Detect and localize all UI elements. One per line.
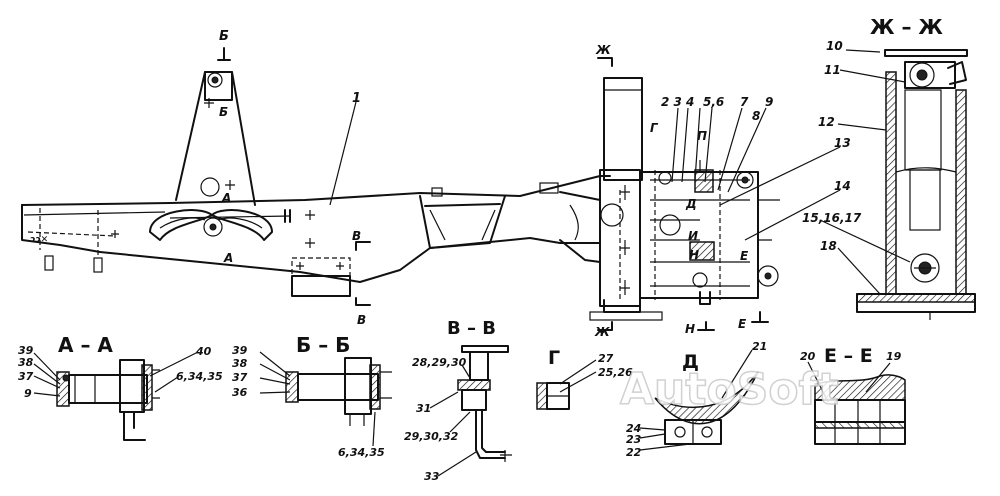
cut-mark-p: П xyxy=(697,129,707,143)
callout-18: 18 xyxy=(820,239,837,253)
cut-mark-b-mid: Б xyxy=(219,105,228,119)
cut-mark-g: Г xyxy=(650,121,659,135)
svg-text:ɔɔ✕: ɔɔ✕ xyxy=(29,235,48,245)
section-title-d: Д xyxy=(682,351,699,373)
callout-aa-37: 37 xyxy=(18,370,34,383)
section-zh-zh xyxy=(856,49,976,320)
section-title-vv: В – В xyxy=(447,318,496,339)
callout-vv-31: 31 xyxy=(416,402,431,415)
callout-d-21: 21 xyxy=(752,340,767,353)
callout-bb-37: 37 xyxy=(232,371,248,384)
callout-12: 12 xyxy=(818,115,835,129)
callout-14: 14 xyxy=(834,179,851,193)
callout-bb-6-34-35: 6,34,35 xyxy=(338,446,385,459)
section-title-zhzh: Ж – Ж xyxy=(870,15,943,39)
callout-aa-39: 39 xyxy=(18,344,34,357)
section-a-a xyxy=(56,359,160,441)
callout-aa-38: 38 xyxy=(18,356,34,369)
cut-mark-zh-top: Ж xyxy=(595,43,611,57)
callout-g-27: 27 xyxy=(598,352,614,365)
cut-mark-i: И xyxy=(688,229,698,243)
cut-mark-v-top: В xyxy=(352,229,361,243)
cut-mark-e-mid: Е xyxy=(740,249,749,263)
callout-d-23: 23 xyxy=(626,433,642,446)
cut-mark-n-bot: Н xyxy=(685,322,695,336)
leader-lines xyxy=(33,49,911,477)
callout-2-3-4: 2 3 4 xyxy=(661,95,694,109)
callout-d-24: 24 xyxy=(626,422,641,435)
section-d xyxy=(654,371,759,445)
cut-mark-d: Д xyxy=(685,197,697,211)
section-title-bb: Б – Б xyxy=(296,333,350,357)
callout-1: 1 xyxy=(352,91,361,106)
right-assembly-drawing xyxy=(589,77,780,321)
callout-11: 11 xyxy=(824,63,841,77)
callout-8: 8 xyxy=(752,109,760,123)
section-b-b xyxy=(285,357,392,426)
section-title-g: Г xyxy=(548,347,560,369)
callout-7: 7 xyxy=(740,95,749,109)
cut-mark-n-mid: Н xyxy=(689,248,699,262)
main-frame-drawing: ɔɔ✕ xyxy=(21,71,611,297)
cut-mark-a-bot: А xyxy=(223,251,233,265)
callout-ee-20: 20 xyxy=(800,350,816,363)
callout-d-22: 22 xyxy=(626,446,642,459)
callout-ee-19: 19 xyxy=(886,350,902,363)
callout-9: 9 xyxy=(765,95,773,109)
callout-vv-28-29-30: 28,29,30 xyxy=(412,356,467,369)
section-g xyxy=(536,382,570,410)
section-title-ee: Е – Е xyxy=(824,345,873,367)
section-title-aa: А – А xyxy=(58,333,113,357)
cut-mark-v-bot: В xyxy=(357,313,366,327)
section-e-e xyxy=(814,374,906,445)
callout-bb-38: 38 xyxy=(232,357,248,370)
callout-15-16-17: 15,16,17 xyxy=(802,211,862,225)
callout-10: 10 xyxy=(826,39,843,53)
callout-vv-29-30-32: 29,30,32 xyxy=(404,430,459,443)
callout-aa-6-34-35: 6,34,35 xyxy=(176,370,223,383)
callout-5-6: 5,6 xyxy=(703,95,724,109)
callout-vv-33: 33 xyxy=(424,470,440,483)
callout-13: 13 xyxy=(834,136,851,150)
section-v-v xyxy=(457,345,512,462)
cut-mark-zh-bot: Ж xyxy=(594,325,610,339)
labels: А – А Б – Б В – В Г Д Е – Е Ж – Ж Б Б А … xyxy=(18,15,943,483)
cut-mark-e-bot: Е xyxy=(738,317,747,331)
callout-g-25-26: 25,26 xyxy=(598,366,633,379)
watermark-text: AutoSoft xyxy=(620,364,839,415)
cut-indicators xyxy=(217,47,769,331)
callout-aa-9: 9 xyxy=(24,387,32,400)
callout-bb-39: 39 xyxy=(232,344,248,357)
callout-bb-36: 36 xyxy=(232,386,248,399)
cut-mark-a-top: А xyxy=(221,191,231,205)
callout-aa-40: 40 xyxy=(195,345,212,358)
cut-mark-b-top: Б xyxy=(219,29,229,44)
